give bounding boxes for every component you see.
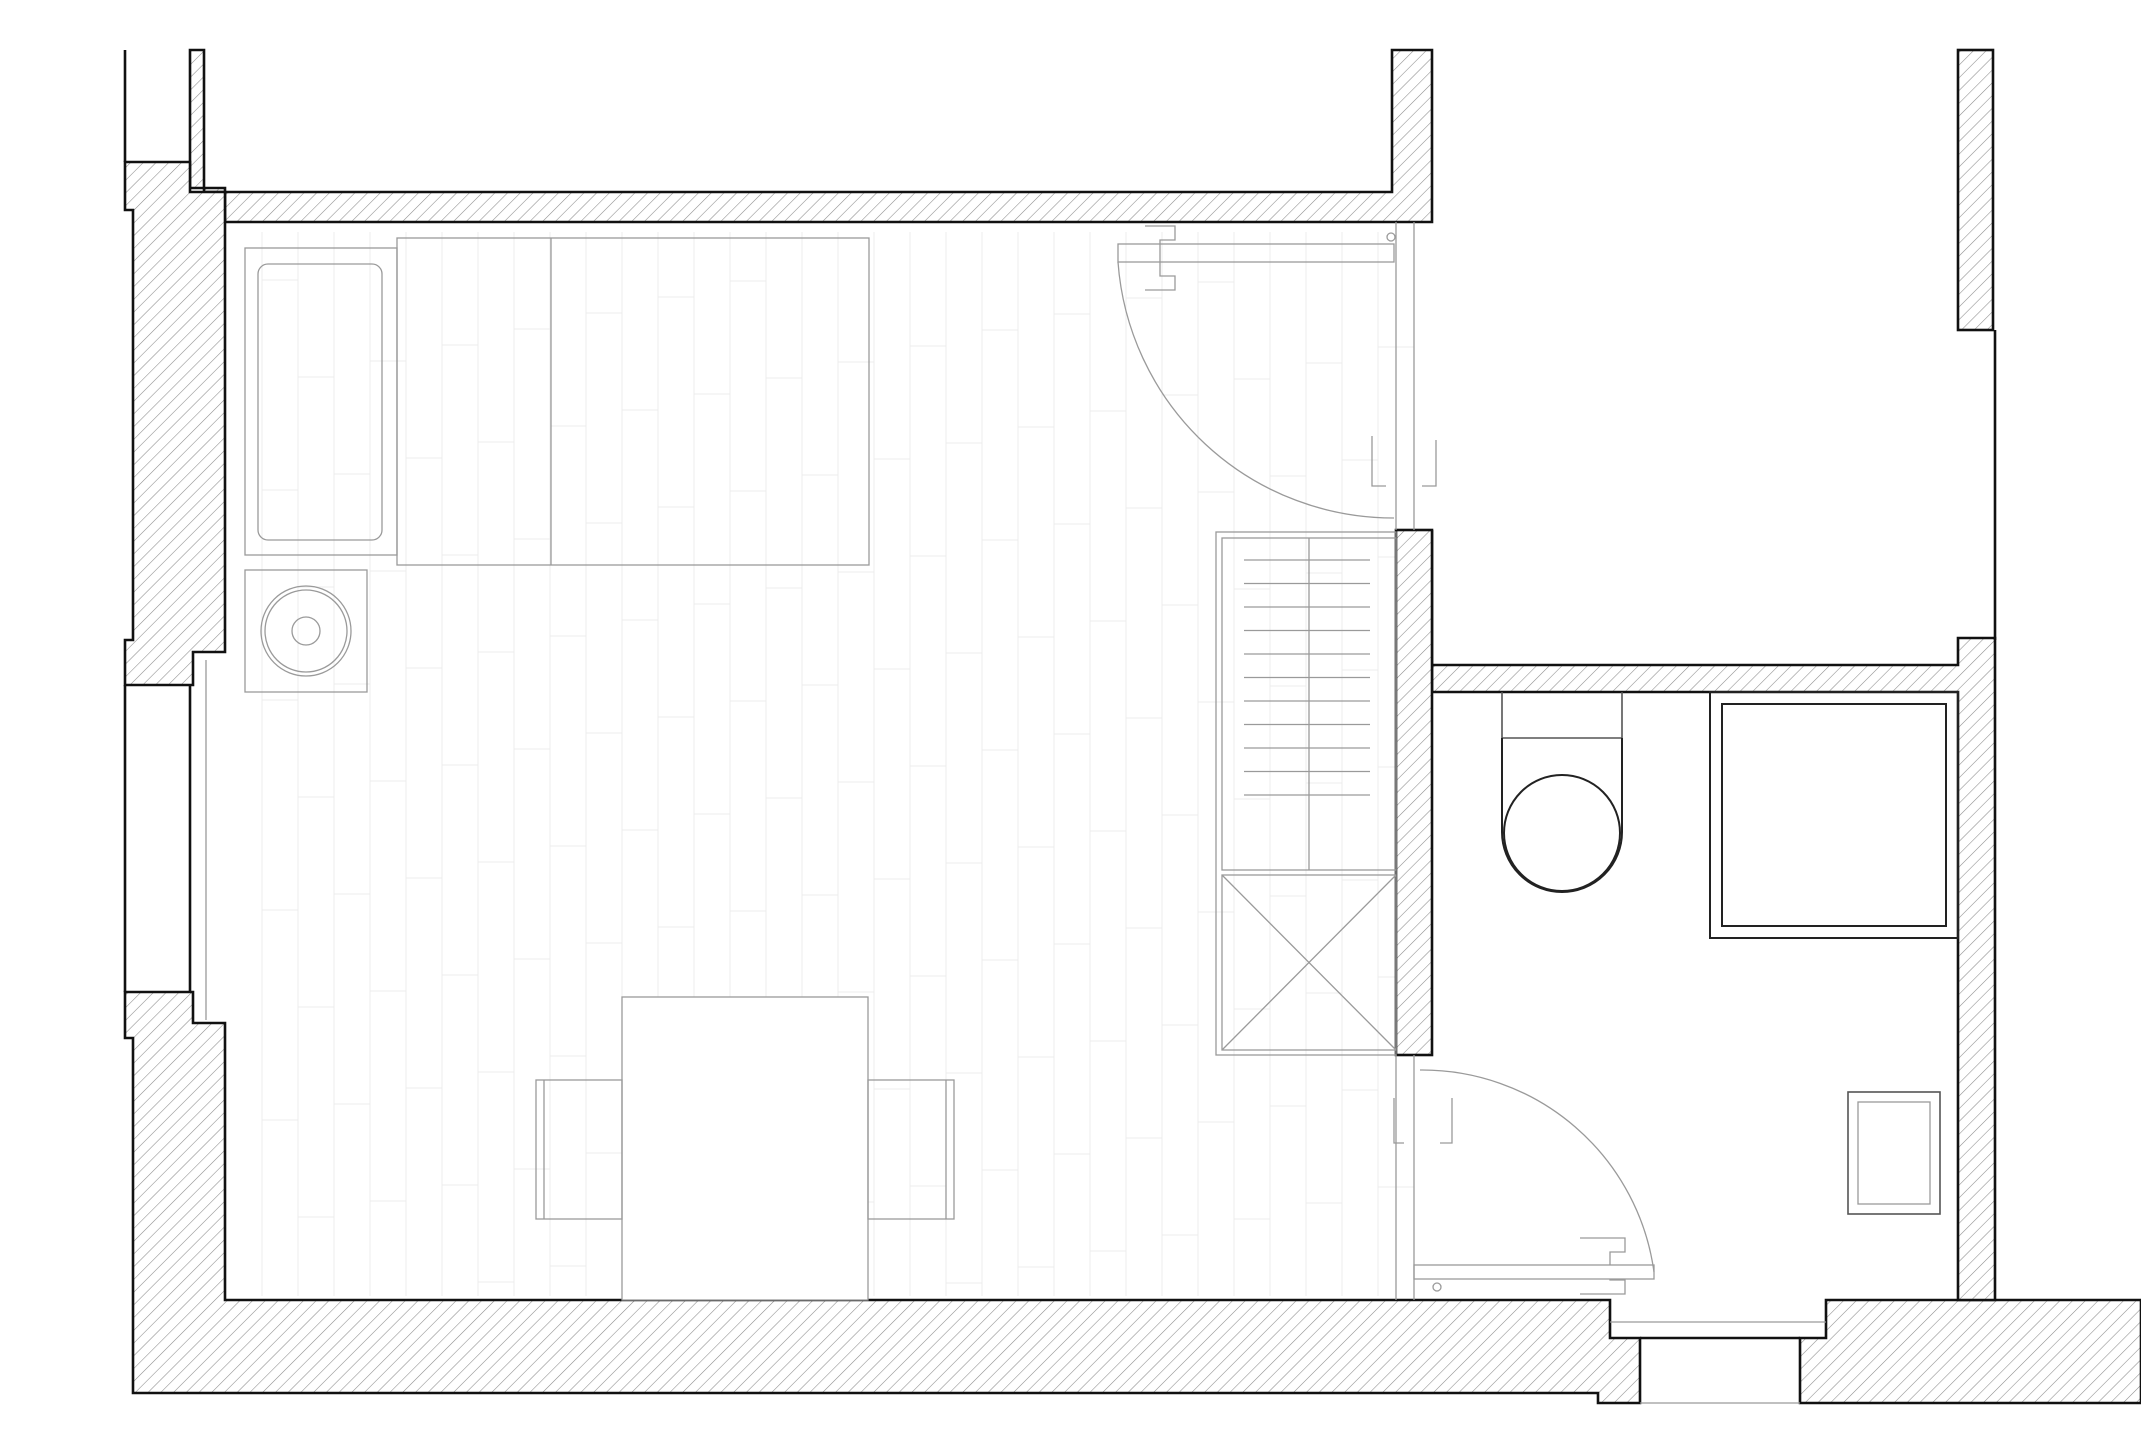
door-leaf [1117,243,1395,263]
wardrobe-shelf-lines [1244,559,1370,796]
door-swing-arc [1117,261,1395,519]
wall-partition [1394,528,1434,1057]
door-swing-arc [1419,1069,1655,1273]
washbasin-cabinet [1847,1091,1941,1215]
nightstand [244,569,368,693]
door-handle-icon [1145,225,1437,487]
cabinet-outer [1847,1091,1941,1215]
shower-tray-inner [1721,703,1947,927]
desk-chair-left [535,1079,623,1220]
shower-tray [1709,691,1959,939]
wall-right-upper [1956,48,1995,332]
wall-left-upper [123,160,227,687]
wardrobe-hanging [1221,874,1397,1051]
desk [621,996,869,1301]
lamp-icon [260,585,352,677]
wardrobe-cross-2 [1221,874,1397,1051]
wall-bathroom [1430,530,1997,1302]
walls [123,48,2141,1405]
bed [244,237,870,566]
door-leaf [1413,1264,1655,1280]
cabinet-inner [1857,1101,1931,1205]
bed-headboard [244,247,398,556]
door-handle-icon [1393,1098,1626,1295]
toilet-tank [1501,692,1623,739]
shower-tray-outer [1709,691,1959,939]
bed-mattress [396,237,870,566]
nightstand-top [244,569,368,693]
toilet-seat [1503,774,1621,892]
toilet [1501,692,1623,893]
bed-pillow [257,263,383,541]
wall-top [188,48,1434,224]
desk-set [535,996,955,1301]
wardrobe [1215,531,1397,1056]
bathroom-door [1393,1055,1655,1300]
desk-chair-right [867,1079,955,1220]
toilet-bowl [1501,738,1623,893]
wall-bottom-right [1798,1298,2141,1405]
door-hinge-icon [1432,1282,1442,1292]
floor-boards [261,232,1414,1296]
bedroom-entry-door [1117,222,1437,530]
door-hinge-icon [1386,232,1396,242]
